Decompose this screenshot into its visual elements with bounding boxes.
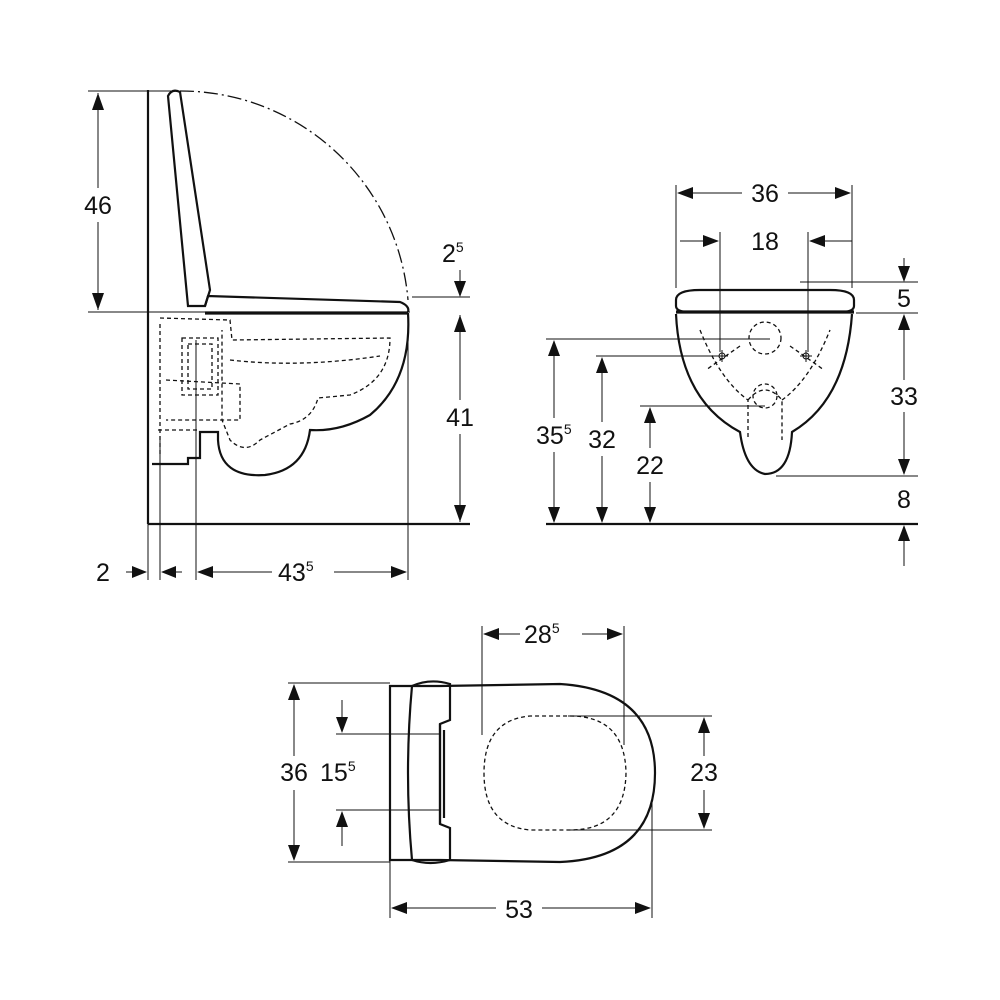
- arrow-435-right: [391, 566, 407, 578]
- dim-label-33: 33: [890, 383, 918, 411]
- raised-lid: [166, 89, 212, 308]
- arrow-53-left: [391, 902, 407, 914]
- seat: [203, 294, 410, 313]
- arrow-36-right: [835, 187, 851, 199]
- top-view: 285 36 155 23 53: [272, 618, 724, 924]
- arrow-36-left: [677, 187, 693, 199]
- arrow-8-bottom: [898, 525, 910, 541]
- arrow-33-bottom: [898, 459, 910, 475]
- front-inlet-circle: [752, 383, 778, 409]
- front-outlet-circle: [748, 321, 782, 355]
- dim-label-155: 155: [320, 758, 356, 787]
- bowl-outline: [152, 312, 410, 477]
- dim-label-46: 46: [84, 192, 112, 220]
- arrow-22-bottom: [644, 507, 656, 523]
- arrow-355-bottom: [548, 507, 560, 523]
- side-view: 46 25 41 2 435: [78, 89, 480, 587]
- arrow-top36-top: [288, 684, 300, 700]
- arrow-46-bottom: [92, 293, 104, 310]
- dim-label-18: 18: [751, 228, 779, 256]
- arrow-2-left: [132, 566, 147, 578]
- top-inner-opening: [483, 715, 627, 831]
- front-seat: [674, 288, 856, 314]
- dim-label-23: 23: [690, 759, 718, 787]
- dim-label-435: 435: [278, 558, 314, 587]
- arrow-18-left: [703, 235, 719, 247]
- arrow-5-top: [898, 266, 910, 282]
- dim-label-285: 285: [524, 620, 560, 649]
- arrow-285-left: [483, 628, 499, 640]
- arrow-top36-bottom: [288, 845, 300, 861]
- front-bowl: [674, 313, 854, 476]
- arrow-41-bottom: [454, 505, 466, 522]
- dim-label-41: 41: [446, 404, 474, 432]
- front-view: 36 18 5 33 8 355 32: [534, 178, 928, 566]
- arrow-5-bottom: [898, 314, 910, 330]
- dim-label-355: 355: [536, 421, 572, 450]
- dim-label-22: 22: [636, 452, 664, 480]
- arrow-355-top: [548, 340, 560, 356]
- arrow-23-top: [698, 717, 710, 733]
- dim-label-5: 5: [897, 285, 911, 313]
- arrow-25-lid: [454, 281, 466, 297]
- arrow-435-left: [197, 566, 213, 578]
- arrow-53-right: [635, 902, 651, 914]
- internal-rim: [229, 355, 381, 364]
- arrow-18-right: [809, 235, 825, 247]
- arrow-2-right: [161, 566, 176, 578]
- top-body: [388, 682, 657, 864]
- arrow-155-top: [336, 717, 348, 733]
- arrow-32-bottom: [596, 507, 608, 523]
- arrow-23-bottom: [698, 813, 710, 829]
- dim-label-2: 2: [96, 559, 110, 587]
- arrow-32-top: [596, 357, 608, 373]
- arrow-41-top: [454, 315, 466, 332]
- dim-label-front-36: 36: [751, 180, 779, 208]
- arrow-46-top: [92, 93, 104, 110]
- internal-pipe: [181, 337, 219, 396]
- arrow-155-bottom: [336, 811, 348, 827]
- top-seat-back: [406, 680, 452, 865]
- dim-label-32: 32: [588, 426, 616, 454]
- dim-label-25-lid: 25: [442, 239, 464, 268]
- dim-label-53: 53: [505, 896, 533, 924]
- internal-flush: [158, 324, 241, 456]
- dim-label-top-36: 36: [280, 759, 308, 787]
- arrow-285-right: [607, 628, 623, 640]
- lid-swing-arc: [179, 90, 409, 301]
- dim-label-8: 8: [897, 486, 911, 514]
- internal-trap: [159, 317, 391, 449]
- arrow-22-top: [644, 407, 656, 423]
